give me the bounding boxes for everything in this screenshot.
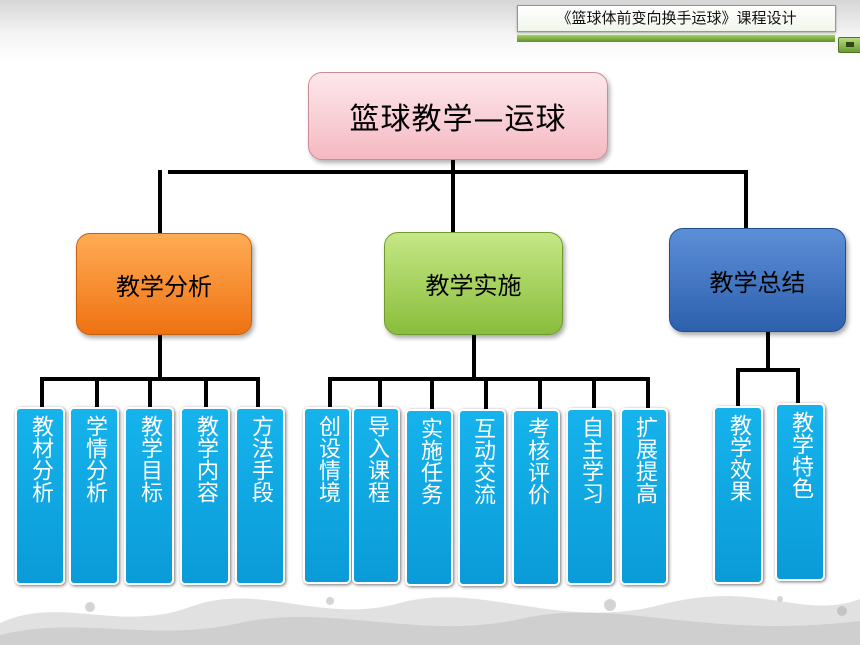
leaf-analysis-1: 教材分析 bbox=[15, 407, 65, 585]
leaf-implementation-5: 考核评价 bbox=[512, 409, 560, 586]
leaf-analysis-2: 学情分析 bbox=[69, 407, 119, 585]
category-node-summary: 教学总结 bbox=[669, 228, 846, 332]
leaf-analysis-5: 方法手段 bbox=[235, 407, 285, 585]
ink-splash-decoration bbox=[0, 596, 860, 645]
leaf-implementation-2: 导入课程 bbox=[352, 407, 400, 584]
leaf-summary-1: 教学效果 bbox=[713, 406, 763, 584]
category-node-implementation: 教学实施 bbox=[384, 232, 563, 335]
leaf-summary-2: 教学特色 bbox=[775, 403, 825, 581]
banner-underline-bar bbox=[517, 34, 835, 42]
leaf-implementation-7: 扩展提高 bbox=[620, 408, 668, 585]
leaf-analysis-3: 教学目标 bbox=[124, 407, 174, 585]
category-node-analysis: 教学分析 bbox=[76, 233, 252, 335]
leaf-implementation-4: 互动交流 bbox=[458, 409, 506, 586]
leaf-implementation-6: 自主学习 bbox=[566, 408, 614, 585]
root-node: 篮球教学—运球 bbox=[308, 72, 608, 160]
course-title-banner: 《篮球体前变向换手运球》课程设计 bbox=[517, 5, 836, 32]
leaf-analysis-4: 教学内容 bbox=[180, 407, 230, 585]
leaf-implementation-3: 实施任务 bbox=[405, 409, 453, 586]
leaf-implementation-1: 创设情境 bbox=[303, 407, 351, 584]
slide-nav-icon[interactable] bbox=[838, 37, 860, 53]
